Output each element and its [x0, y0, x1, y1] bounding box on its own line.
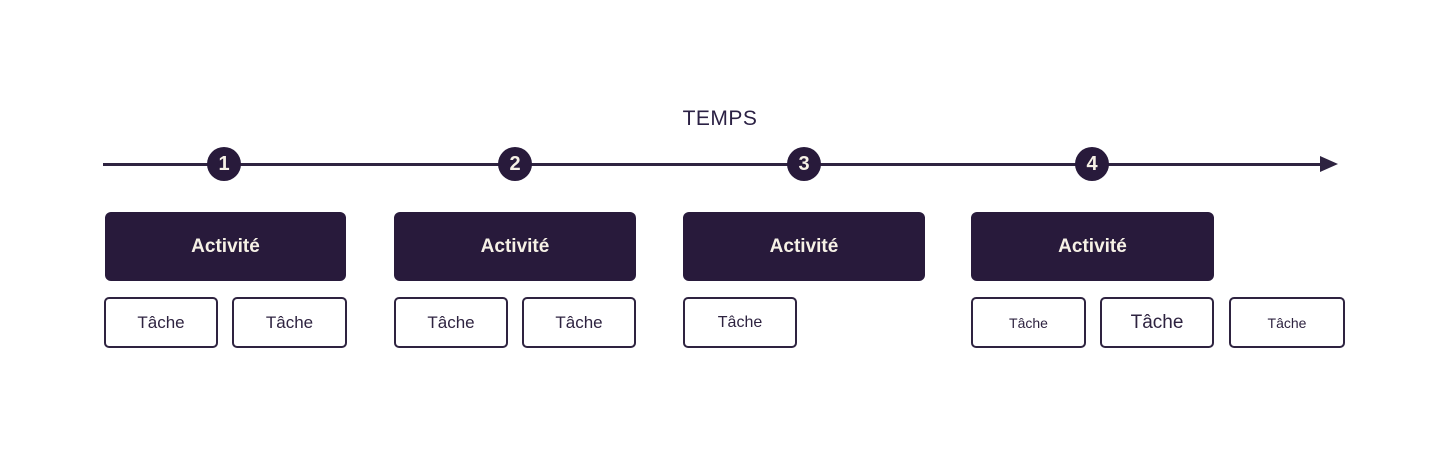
task-box-4-1: Tâche [971, 297, 1086, 348]
task-box-2-2: Tâche [522, 297, 636, 348]
task-box-4-2: Tâche [1100, 297, 1214, 348]
activity-box-4: Activité [971, 212, 1214, 281]
task-box-1-2: Tâche [232, 297, 347, 348]
task-box-1-1: Tâche [104, 297, 218, 348]
task-box-3-1: Tâche [683, 297, 797, 348]
time-axis-line [103, 163, 1323, 166]
task-box-2-1: Tâche [394, 297, 508, 348]
activity-box-2: Activité [394, 212, 636, 281]
milestone-circle-3: 3 [787, 147, 821, 181]
milestone-circle-1: 1 [207, 147, 241, 181]
task-box-4-3: Tâche [1229, 297, 1345, 348]
milestone-circle-2: 2 [498, 147, 532, 181]
activity-box-3: Activité [683, 212, 925, 281]
activity-box-1: Activité [105, 212, 346, 281]
milestone-circle-4: 4 [1075, 147, 1109, 181]
diagram-title: TEMPS [682, 107, 758, 130]
arrow-right-icon [1320, 156, 1338, 172]
